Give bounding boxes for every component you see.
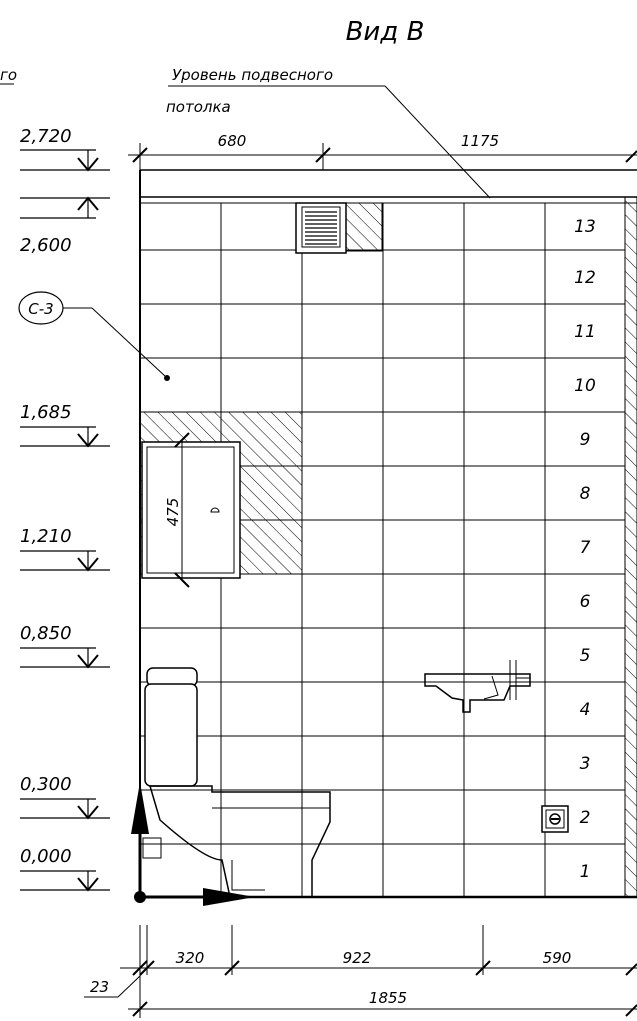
mirror-niche: 475 (139, 411, 303, 588)
ceiling-label: Уровень подвесного потолка (166, 66, 491, 199)
level-label: 0,850 (20, 623, 72, 644)
row-number: 9 (580, 430, 591, 450)
level-markers: 2,720 2,600 1,685 1,210 0,850 0,300 0,000 (20, 126, 110, 892)
left-edge-text: го (0, 66, 17, 84)
right-wall-section (624, 196, 637, 898)
row-numbers: 13 12 11 10 9 8 7 6 5 4 3 2 1 (574, 217, 596, 882)
view-title: Вид В (346, 17, 425, 47)
toilet (142, 667, 331, 898)
row-number: 3 (580, 754, 591, 774)
washbasin (424, 660, 531, 713)
row-number: 4 (580, 700, 591, 720)
wall-tag-label: С-3 (28, 300, 53, 318)
level-label: 0,000 (20, 846, 72, 867)
row-number: 2 (580, 808, 591, 828)
level-marker: 0,850 (20, 623, 110, 669)
socket (541, 805, 569, 833)
origin-axes (131, 782, 255, 906)
row-number: 11 (574, 322, 596, 342)
dim-top-680: 680 (218, 132, 247, 150)
bottom-dimensions: 320 922 590 1855 23 (84, 925, 637, 1018)
level-label: 2,600 (20, 235, 72, 256)
level-label: 2,720 (20, 126, 72, 147)
row-number: 7 (580, 538, 591, 558)
dim-bottom-922: 922 (343, 949, 372, 967)
dim-vertical-475: 475 (164, 498, 182, 527)
dim-bottom-590: 590 (543, 949, 572, 967)
row-number: 10 (574, 376, 596, 396)
dim-bottom-320: 320 (176, 949, 205, 967)
level-marker: 2,600 (20, 196, 110, 256)
row-number: 12 (574, 268, 596, 288)
row-number: 13 (574, 217, 596, 237)
wall-tag: С-3 (18, 291, 170, 381)
level-marker: 0,300 (20, 774, 110, 820)
level-marker: 1,685 (20, 402, 110, 448)
level-marker: 1,210 (20, 526, 110, 572)
row-number: 6 (580, 592, 591, 612)
dim-offset-23: 23 (90, 978, 109, 996)
ceiling-label-line1: Уровень подвесного (172, 66, 333, 84)
ceiling-label-line2: потолка (166, 98, 231, 116)
level-label: 1,210 (20, 526, 72, 547)
dim-top-1175: 1175 (461, 132, 499, 150)
ventilation-grille (295, 202, 383, 254)
dim-total-1855: 1855 (369, 989, 407, 1007)
row-number: 1 (580, 862, 591, 882)
row-number: 8 (580, 484, 591, 504)
top-dimension: 680 1175 (128, 132, 637, 170)
level-marker: 0,000 (20, 846, 110, 892)
level-label: 0,300 (20, 774, 72, 795)
level-marker: 2,720 (20, 126, 110, 172)
row-number: 5 (580, 646, 591, 666)
level-label: 1,685 (20, 402, 72, 423)
